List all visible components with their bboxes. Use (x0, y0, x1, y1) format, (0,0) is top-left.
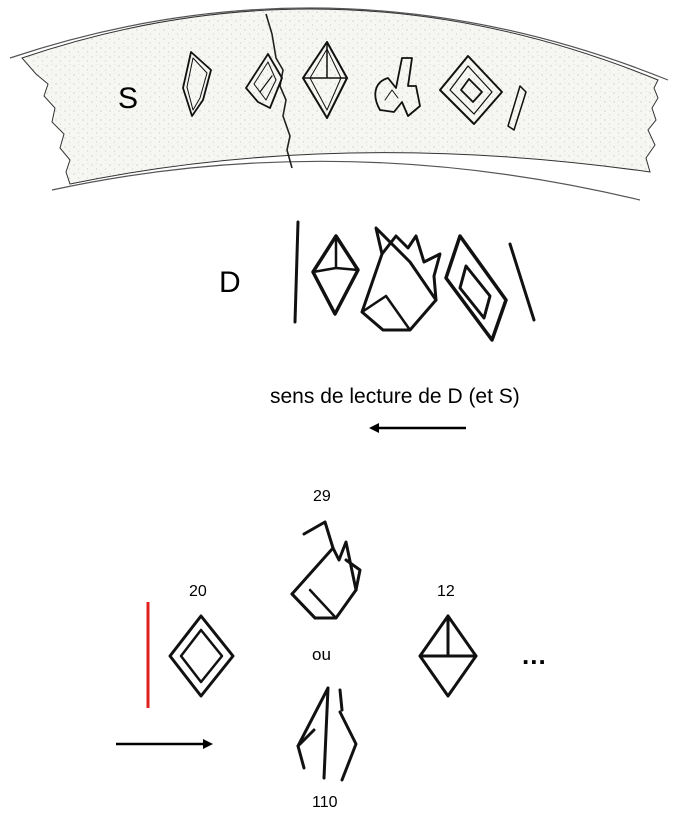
drawing-divider (293, 220, 300, 324)
sign-12-glyph (418, 614, 478, 698)
sign-number-20: 20 (189, 583, 207, 600)
stone-sign-4 (374, 57, 421, 117)
sign-110-glyph (296, 686, 358, 782)
stone-sign-3 (302, 41, 348, 119)
drawing-sign-20 (444, 234, 508, 342)
sign-number-110: 110 (312, 794, 338, 811)
stone-crack (265, 13, 293, 169)
or-connector: ou (312, 645, 331, 664)
stone-band (9, 7, 669, 201)
sign-29-glyph (290, 520, 362, 620)
drawing-end-stroke (508, 242, 536, 322)
sign-number-29: 29 (313, 488, 331, 505)
sign-20-glyph (168, 614, 235, 698)
stone-label: S (118, 82, 138, 115)
stone-sign-1 (182, 51, 212, 117)
stone-sign-2 (245, 53, 283, 109)
stone-sign-6 (507, 85, 527, 131)
drawing-label: D (219, 266, 241, 299)
stone-sign-5 (439, 55, 503, 125)
continuation-ellipsis: ... (522, 640, 547, 670)
drawing-sign-12 (311, 234, 360, 316)
drawing-sign-29 (360, 226, 442, 332)
reading-direction-caption: sens de lecture de D (et S) (270, 385, 520, 408)
sign-number-12: 12 (437, 583, 455, 600)
